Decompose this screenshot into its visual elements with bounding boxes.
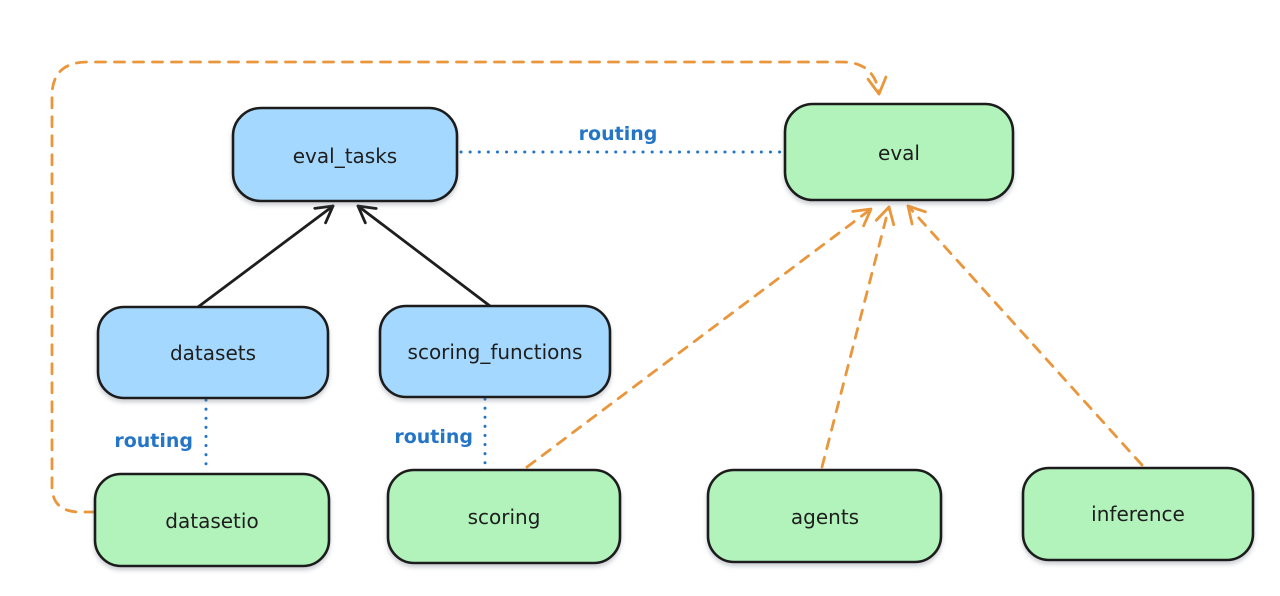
- node-eval: eval: [783, 102, 1015, 202]
- node-agents-box: [706, 468, 943, 564]
- node-scoring-label: scoring: [468, 505, 541, 529]
- node-eval-tasks-label: eval_tasks: [293, 144, 397, 168]
- node-agents-label: agents: [791, 505, 859, 529]
- node-inference: inference: [1021, 466, 1255, 562]
- node-eval-tasks: eval_tasks: [231, 106, 459, 203]
- node-scoring-box: [386, 468, 622, 565]
- node-scoring-functions-label: scoring_functions: [408, 340, 583, 364]
- edge-layer: routing routing routing: [50, 60, 1144, 514]
- edge-label-routing-scoring: routing: [394, 426, 473, 448]
- node-inference-box: [1021, 466, 1255, 562]
- node-scoring-functions-box: [378, 304, 612, 399]
- edge-scoring-functions-to-eval-tasks: [356, 204, 492, 308]
- node-datasets-label: datasets: [170, 341, 256, 365]
- edge-scoring-to-eval: [525, 207, 873, 469]
- edge-datasets-to-eval-tasks: [196, 204, 335, 309]
- node-agents: agents: [706, 468, 943, 564]
- node-scoring-functions: scoring_functions: [378, 304, 612, 399]
- node-eval-box: [783, 102, 1015, 202]
- edge-agents-to-eval: [820, 205, 896, 469]
- node-datasetio: datasetio: [93, 472, 331, 568]
- node-layer: eval_tasks eval datasets scoring_functio…: [93, 102, 1255, 568]
- edge-datasetio-to-eval: [50, 60, 888, 514]
- edge-label-routing-top: routing: [579, 123, 658, 145]
- node-inference-label: inference: [1091, 502, 1185, 526]
- node-datasetio-label: datasetio: [165, 509, 258, 533]
- node-scoring: scoring: [386, 468, 622, 565]
- edge-inference-to-eval: [906, 204, 1144, 467]
- node-datasets-box: [96, 305, 330, 400]
- node-eval-tasks-box: [231, 106, 459, 203]
- node-eval-label: eval: [878, 141, 920, 165]
- edge-label-routing-datasets: routing: [114, 430, 193, 452]
- node-datasetio-box: [93, 472, 331, 568]
- node-datasets: datasets: [96, 305, 330, 400]
